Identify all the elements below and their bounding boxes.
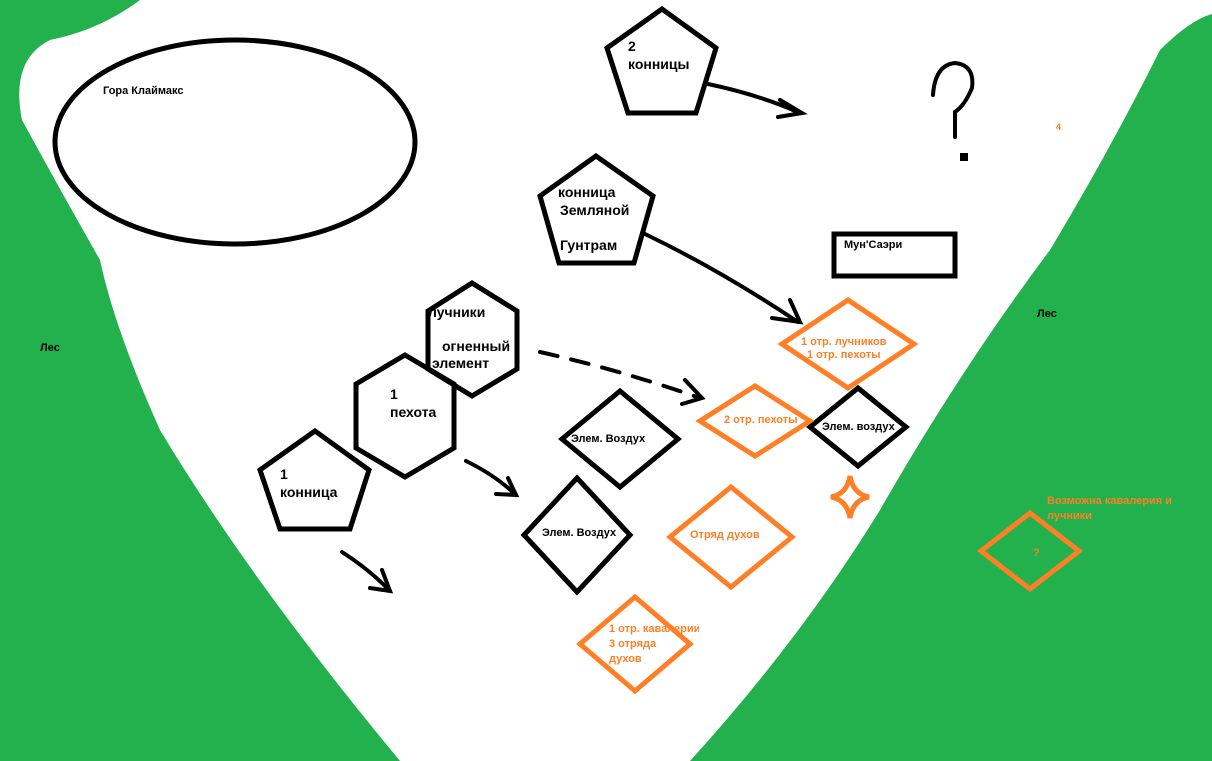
enemy-unknown-label: ?: [1033, 547, 1040, 559]
arrow-guntram: [643, 232, 804, 325]
mountain-label: Гора Клаймакс: [103, 85, 184, 97]
air3-label: Элем. воздух: [822, 421, 895, 433]
munsaeri-box: [831, 231, 958, 279]
enemy-diamond-cav-spirits: [576, 593, 694, 695]
forest-left-label: Лес: [40, 342, 60, 354]
enemy-diamond-unknown: [976, 509, 1084, 593]
forest-right: [690, 14, 1212, 761]
arrow-2-cavalry: [706, 82, 808, 119]
arrow-archers-dashed: [538, 350, 702, 400]
arrow-infantry: [464, 459, 520, 498]
air1-label: Элем. Воздух: [571, 433, 646, 445]
air2-label: Элем. Воздух: [542, 527, 617, 539]
pentagon-1-cavalry: [257, 427, 372, 532]
star-icon: [830, 475, 870, 519]
enemy-diamond-archers-inf: [777, 296, 919, 392]
arrow-cavalry: [340, 550, 394, 594]
enemy-diamond-inf2: [695, 383, 815, 459]
forest-right-label: Лес: [1037, 308, 1057, 320]
forest-left: [0, 0, 400, 761]
question-dot: [960, 153, 968, 161]
hexagon-archers: [425, 280, 520, 399]
pentagon-2-cavalry: [604, 5, 719, 116]
enemy-diamond-spirits: [666, 483, 796, 591]
arrow-archers-head: [680, 378, 706, 406]
diamond-air-2: [520, 474, 634, 596]
munsaeri-label: Мун'Саэри: [844, 239, 903, 251]
diamond-air-1: [558, 387, 682, 491]
diamond-air-3: [806, 384, 910, 470]
small-mark: 4: [1056, 122, 1062, 132]
pentagon-guntram: [537, 152, 656, 266]
hexagon-infantry: [353, 352, 457, 480]
enemy-spirits-label: Отряд духов: [690, 529, 760, 541]
mountain-ellipse: [52, 37, 418, 247]
question-mark-icon: [931, 60, 975, 139]
enemy-inf2-label: 2 отр. пехоты: [724, 414, 798, 426]
